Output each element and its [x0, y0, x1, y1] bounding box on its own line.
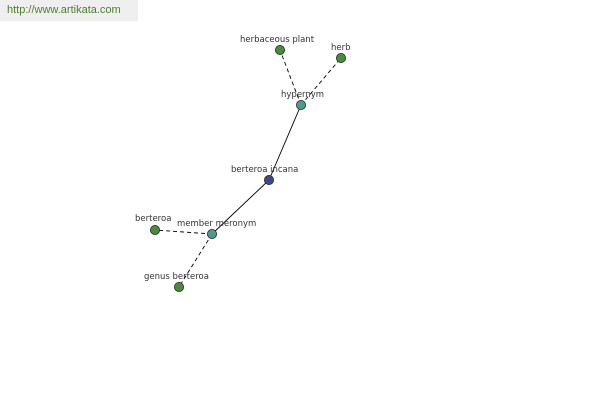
- node-label-herbaceous-plant: herbaceous plant: [240, 35, 315, 45]
- node-label-member-meronym: member meronym: [177, 219, 256, 229]
- edge-hypernym-to-herb: [300, 57, 342, 106]
- node-label-herb: herb: [331, 43, 351, 53]
- edge-member-meronym-to-genus-berteroa: [178, 233, 213, 288]
- node-herbaceous-plant[interactable]: [274, 45, 285, 56]
- nodes-layer: [149, 45, 346, 292]
- source-url-link[interactable]: http://www.artikata.com: [0, 0, 138, 21]
- node-label-hypernym: hypernym: [281, 90, 324, 100]
- edge-member-meronym-to-berteroa: [154, 229, 213, 235]
- edges-layer: [154, 49, 342, 288]
- edge-berteroa-incana-to-member-meronym: [211, 179, 270, 235]
- node-label-genus-berteroa: genus berteroa: [144, 272, 209, 282]
- node-member-meronym[interactable]: [206, 228, 217, 239]
- node-label-berteroa: berteroa: [135, 214, 171, 224]
- node-genus-berteroa[interactable]: [173, 281, 184, 292]
- node-label-berteroa-incana: berteroa incana: [231, 165, 298, 175]
- labels-layer: berteroa incana hypernym member meronym her…: [135, 35, 351, 282]
- node-hypernym[interactable]: [295, 100, 306, 111]
- node-berteroa-incana[interactable]: [263, 174, 274, 185]
- edge-berteroa-incana-to-hypernym: [268, 104, 302, 181]
- node-berteroa[interactable]: [149, 224, 160, 235]
- edge-hypernym-to-herbaceous-plant: [279, 49, 302, 106]
- node-herb[interactable]: [335, 53, 346, 64]
